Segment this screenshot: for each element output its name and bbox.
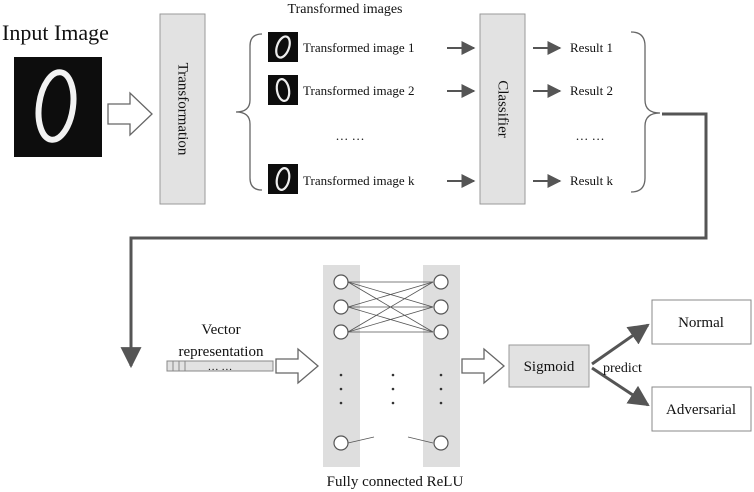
- right-brace: [630, 31, 661, 193]
- sigmoid-box: [508, 344, 590, 388]
- hollow-arrow-icon: [275, 347, 320, 385]
- result-label-2: Result 2: [570, 83, 613, 98]
- result-label-k: Result k: [570, 173, 613, 188]
- transformed-image-label-1: Transformed image 1: [303, 40, 414, 55]
- left-brace: [235, 33, 263, 191]
- adversarial-box: [651, 386, 752, 432]
- vector-ellipsis: … …: [208, 361, 233, 373]
- normal-box: [651, 299, 752, 345]
- network-caption: Fully connected ReLU: [327, 474, 464, 490]
- classifier-label: Classifier: [495, 80, 511, 138]
- transformation-box: [159, 13, 206, 205]
- thumbnail-2: [268, 75, 298, 105]
- arrow-to-normal: [591, 323, 650, 366]
- classifier-box: [479, 13, 526, 205]
- sigmoid-label: Sigmoid: [524, 359, 575, 375]
- hollow-arrow-icon: [461, 347, 506, 385]
- result-label-1: Result 1: [570, 40, 613, 55]
- transformation-label: Transformation: [175, 63, 191, 156]
- vector-label-line1: Vector: [201, 322, 240, 338]
- arrow-to-adversarial: [591, 366, 650, 407]
- adversarial-label: Adversarial: [666, 402, 736, 418]
- thumbnail-1: [268, 32, 298, 62]
- connector-to-vector: [120, 112, 708, 369]
- normal-label: Normal: [678, 315, 724, 331]
- transformed-images-title: Transformed images: [288, 2, 403, 17]
- thumbnail-k: [268, 164, 298, 194]
- network-nodes: [333, 274, 449, 451]
- vector-bar: [166, 360, 274, 372]
- network-output-column: [423, 265, 460, 467]
- input-digit-image: [14, 57, 102, 157]
- results-ellipsis: … …: [575, 128, 604, 143]
- vertical-dots: [339, 373, 443, 405]
- network-input-column: [323, 265, 360, 467]
- hollow-arrow-icon: [107, 91, 153, 137]
- input-image-label: Input Image: [2, 20, 109, 45]
- transformed-ellipsis: … …: [335, 128, 364, 143]
- vector-label-line2: representation: [179, 344, 264, 360]
- predict-label: predict: [603, 361, 642, 376]
- transformed-image-label-k: Transformed image k: [303, 173, 415, 188]
- network-connections: [347, 281, 434, 444]
- transformed-image-label-2: Transformed image 2: [303, 83, 414, 98]
